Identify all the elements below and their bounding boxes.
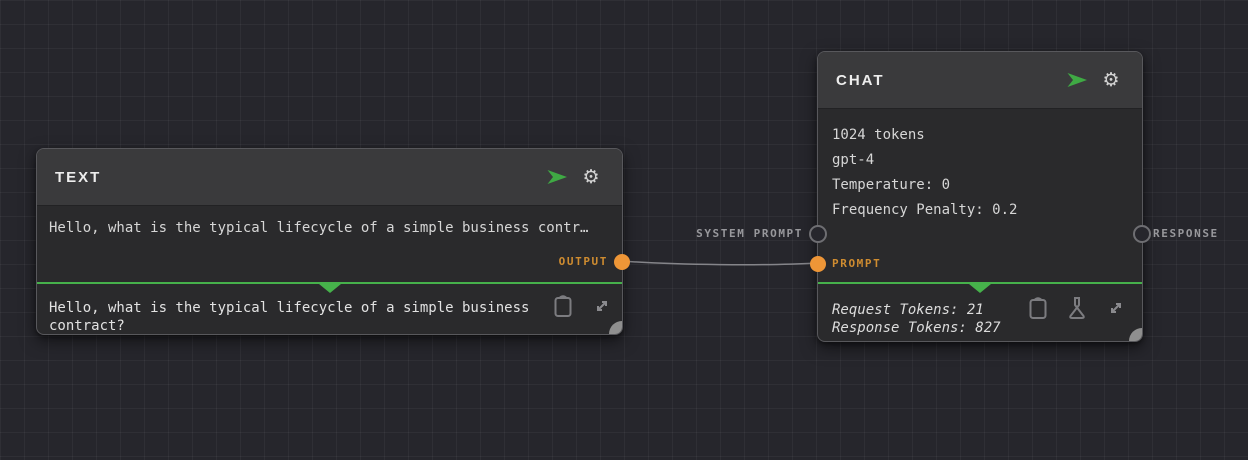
response-tokens: Response Tokens: 827	[832, 320, 1001, 336]
run-node-button[interactable]	[1064, 67, 1090, 93]
expand-output-button[interactable]	[590, 294, 614, 318]
expand-icon	[592, 296, 612, 316]
response-port[interactable]	[1133, 225, 1151, 243]
run-node-button[interactable]	[544, 164, 570, 190]
node-chat-header[interactable]: CHAT ⚙	[818, 52, 1142, 109]
expand-icon	[1106, 298, 1126, 318]
node-text-title: TEXT	[55, 168, 102, 186]
flask-icon	[1066, 296, 1088, 320]
system-prompt-port-label: SYSTEM PROMPT	[696, 227, 803, 240]
copy-output-button[interactable]	[551, 294, 575, 318]
send-arrow-icon	[546, 169, 568, 185]
prompt-port-label: PROMPT	[832, 257, 882, 270]
resize-handle[interactable]	[1129, 328, 1142, 341]
text-node-preview[interactable]: Hello, what is the typical lifecycle of …	[49, 220, 589, 236]
output-port[interactable]	[614, 254, 630, 270]
expand-output-button[interactable]	[1104, 296, 1128, 320]
node-text[interactable]: TEXT ⚙ Hello, what is the typical lifecy…	[36, 148, 630, 335]
output-divider	[37, 282, 622, 284]
clipboard-icon	[1028, 296, 1048, 320]
chat-params: 1024 tokens gpt-4 Temperature: 0 Frequen…	[832, 123, 1017, 223]
settings-button[interactable]: ⚙	[578, 164, 604, 190]
copy-output-button[interactable]	[1026, 296, 1050, 320]
param-frequency-penalty: Frequency Penalty: 0.2	[832, 202, 1018, 218]
gear-icon: ⚙	[1102, 68, 1120, 91]
request-tokens: Request Tokens: 21	[832, 302, 984, 318]
send-arrow-icon	[1066, 72, 1088, 88]
output-divider	[818, 282, 1142, 284]
resize-handle[interactable]	[609, 321, 622, 334]
param-temperature: Temperature: 0	[832, 177, 951, 193]
node-chat-title: CHAT	[836, 71, 885, 89]
wire-output-to-prompt[interactable]	[620, 260, 818, 266]
chat-token-stats: Request Tokens: 21 Response Tokens: 827	[832, 301, 1001, 337]
experiment-flask-button[interactable]	[1065, 296, 1089, 320]
node-chat[interactable]: CHAT ⚙ 1024 tokens gpt-4 Temperature: 0 …	[696, 51, 1217, 342]
clipboard-icon	[553, 294, 573, 318]
settings-button[interactable]: ⚙	[1098, 67, 1124, 93]
prompt-port[interactable]	[810, 256, 826, 272]
text-node-output-value: Hello, what is the typical lifecycle of …	[49, 300, 530, 334]
param-max-tokens: 1024 tokens	[832, 127, 925, 143]
response-port-label: RESPONSE	[1153, 227, 1219, 240]
gear-icon: ⚙	[582, 165, 600, 188]
system-prompt-port[interactable]	[809, 225, 827, 243]
node-text-header[interactable]: TEXT ⚙	[37, 149, 622, 206]
param-model: gpt-4	[832, 152, 875, 168]
output-port-label: OUTPUT	[558, 255, 608, 268]
